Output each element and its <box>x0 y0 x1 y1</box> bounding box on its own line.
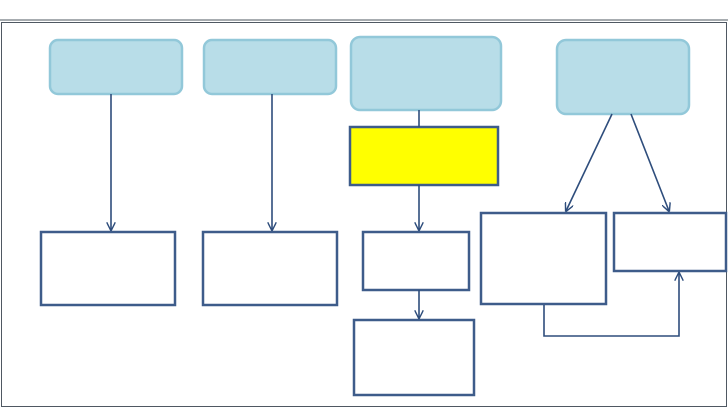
connector-box4-to-box5 <box>543 273 679 337</box>
outline-box-2 <box>201 230 339 307</box>
connector-top4-to-box5 <box>630 113 669 211</box>
top-box-2 <box>202 38 338 96</box>
top-box-1 <box>48 38 184 96</box>
connector-top4-to-box4 <box>566 113 613 211</box>
outline-box-5 <box>612 211 728 273</box>
outline-box-3 <box>361 230 471 292</box>
outline-box-1 <box>39 230 177 307</box>
top-box-4 <box>555 38 691 116</box>
outline-box-6 <box>352 318 476 397</box>
top-box-3 <box>349 35 503 112</box>
outline-box-4 <box>479 211 608 306</box>
highlight-box <box>348 125 500 187</box>
